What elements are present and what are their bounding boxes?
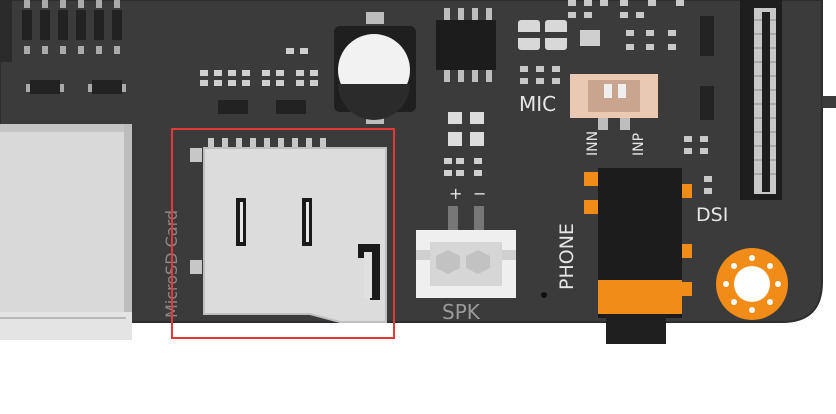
speaker-label: SPK (442, 300, 480, 324)
phone-label: PHONE (556, 223, 578, 290)
microsd-highlight-box (171, 128, 395, 339)
microsd-slot (204, 148, 386, 322)
mic-label: MIC (519, 92, 557, 116)
usb-port-housing (0, 124, 132, 340)
inp-label: INP (631, 132, 647, 156)
speaker-plus-label: + (449, 184, 463, 203)
ic-chip (436, 20, 496, 70)
inn-label: INN (585, 130, 601, 156)
speaker-minus-label: − (473, 184, 487, 203)
dsi-label: DSI (696, 204, 729, 226)
